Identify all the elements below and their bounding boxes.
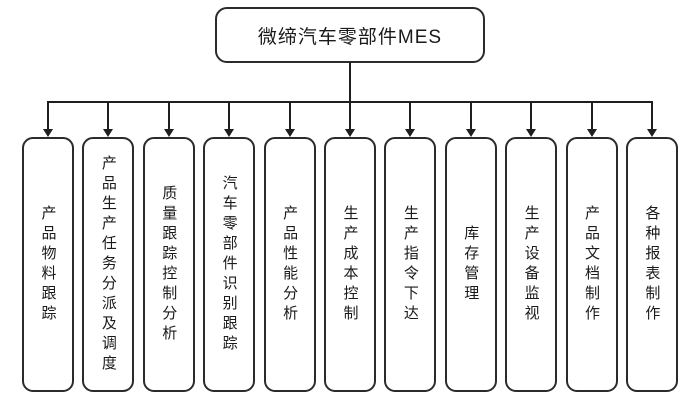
child-node: 生产成本控制 bbox=[323, 137, 376, 392]
child-node: 产品性能分析 bbox=[263, 137, 316, 392]
branch-production-cost-control: 生产成本控制 bbox=[323, 103, 376, 392]
child-node: 汽车零部件识别跟踪 bbox=[203, 137, 256, 392]
branch-auto-parts-id-tracking: 汽车零部件识别跟踪 bbox=[203, 103, 256, 392]
arrow-down-icon bbox=[163, 129, 174, 137]
node-label: 产品文档制作 bbox=[583, 204, 601, 325]
node-label: 汽车零部件识别跟踪 bbox=[220, 174, 238, 355]
arrow-down-icon bbox=[586, 129, 597, 137]
child-node: 产品生产任务分派及调度 bbox=[82, 137, 135, 392]
child-node: 生产指令下达 bbox=[384, 137, 437, 392]
drop-connector bbox=[107, 103, 110, 129]
node-label: 产品生产任务分派及调度 bbox=[99, 154, 117, 375]
child-node: 产品文档制作 bbox=[565, 137, 618, 392]
node-label: 生产设备监视 bbox=[522, 204, 540, 325]
drop-connector bbox=[348, 103, 351, 129]
horizontal-rail-connector bbox=[47, 101, 653, 103]
branch-task-dispatch-scheduling: 产品生产任务分派及调度 bbox=[82, 103, 135, 392]
drop-connector bbox=[167, 103, 170, 129]
branch-product-performance-analysis: 产品性能分析 bbox=[263, 103, 316, 392]
drop-connector bbox=[469, 103, 472, 129]
branch-inventory-management: 库存管理 bbox=[444, 103, 497, 392]
branch-row: 产品物料跟踪 产品生产任务分派及调度 质量跟踪控制分析 汽车零部件识别跟踪 bbox=[22, 103, 678, 392]
node-label: 库存管理 bbox=[462, 224, 480, 305]
drop-connector bbox=[590, 103, 593, 129]
node-label: 生产成本控制 bbox=[341, 204, 359, 325]
arrow-down-icon bbox=[465, 129, 476, 137]
arrow-down-icon bbox=[103, 129, 114, 137]
branch-quality-tracking-control: 质量跟踪控制分析 bbox=[142, 103, 195, 392]
branch-product-material-tracking: 产品物料跟踪 bbox=[22, 103, 74, 392]
arrow-down-icon bbox=[344, 129, 355, 137]
node-label: 产品性能分析 bbox=[281, 204, 299, 325]
node-label: 产品物料跟踪 bbox=[39, 204, 57, 325]
branch-product-documentation: 产品文档制作 bbox=[565, 103, 618, 392]
branch-report-generation: 各种报表制作 bbox=[625, 103, 678, 392]
arrow-down-icon bbox=[646, 129, 657, 137]
branch-production-order-issue: 生产指令下达 bbox=[384, 103, 437, 392]
drop-connector bbox=[409, 103, 412, 129]
arrow-down-icon bbox=[405, 129, 416, 137]
node-label: 质量跟踪控制分析 bbox=[160, 184, 178, 345]
drop-connector bbox=[288, 103, 291, 129]
node-label: 生产指令下达 bbox=[401, 204, 419, 325]
drop-connector bbox=[650, 103, 653, 129]
child-node: 各种报表制作 bbox=[625, 137, 678, 392]
child-node: 质量跟踪控制分析 bbox=[142, 137, 195, 392]
child-node: 生产设备监视 bbox=[505, 137, 558, 392]
root-node: 微缔汽车零部件MES bbox=[215, 7, 485, 63]
child-node: 库存管理 bbox=[444, 137, 497, 392]
arrow-down-icon bbox=[224, 129, 235, 137]
child-node: 产品物料跟踪 bbox=[22, 137, 74, 392]
drop-connector bbox=[530, 103, 533, 129]
root-stem-connector bbox=[349, 62, 351, 103]
root-node-label: 微缔汽车零部件MES bbox=[257, 26, 443, 48]
arrow-down-icon bbox=[43, 129, 53, 137]
node-label: 各种报表制作 bbox=[643, 204, 661, 325]
branch-equipment-monitoring: 生产设备监视 bbox=[505, 103, 558, 392]
drop-connector bbox=[47, 103, 49, 129]
arrow-down-icon bbox=[526, 129, 537, 137]
arrow-down-icon bbox=[284, 129, 295, 137]
drop-connector bbox=[228, 103, 231, 129]
